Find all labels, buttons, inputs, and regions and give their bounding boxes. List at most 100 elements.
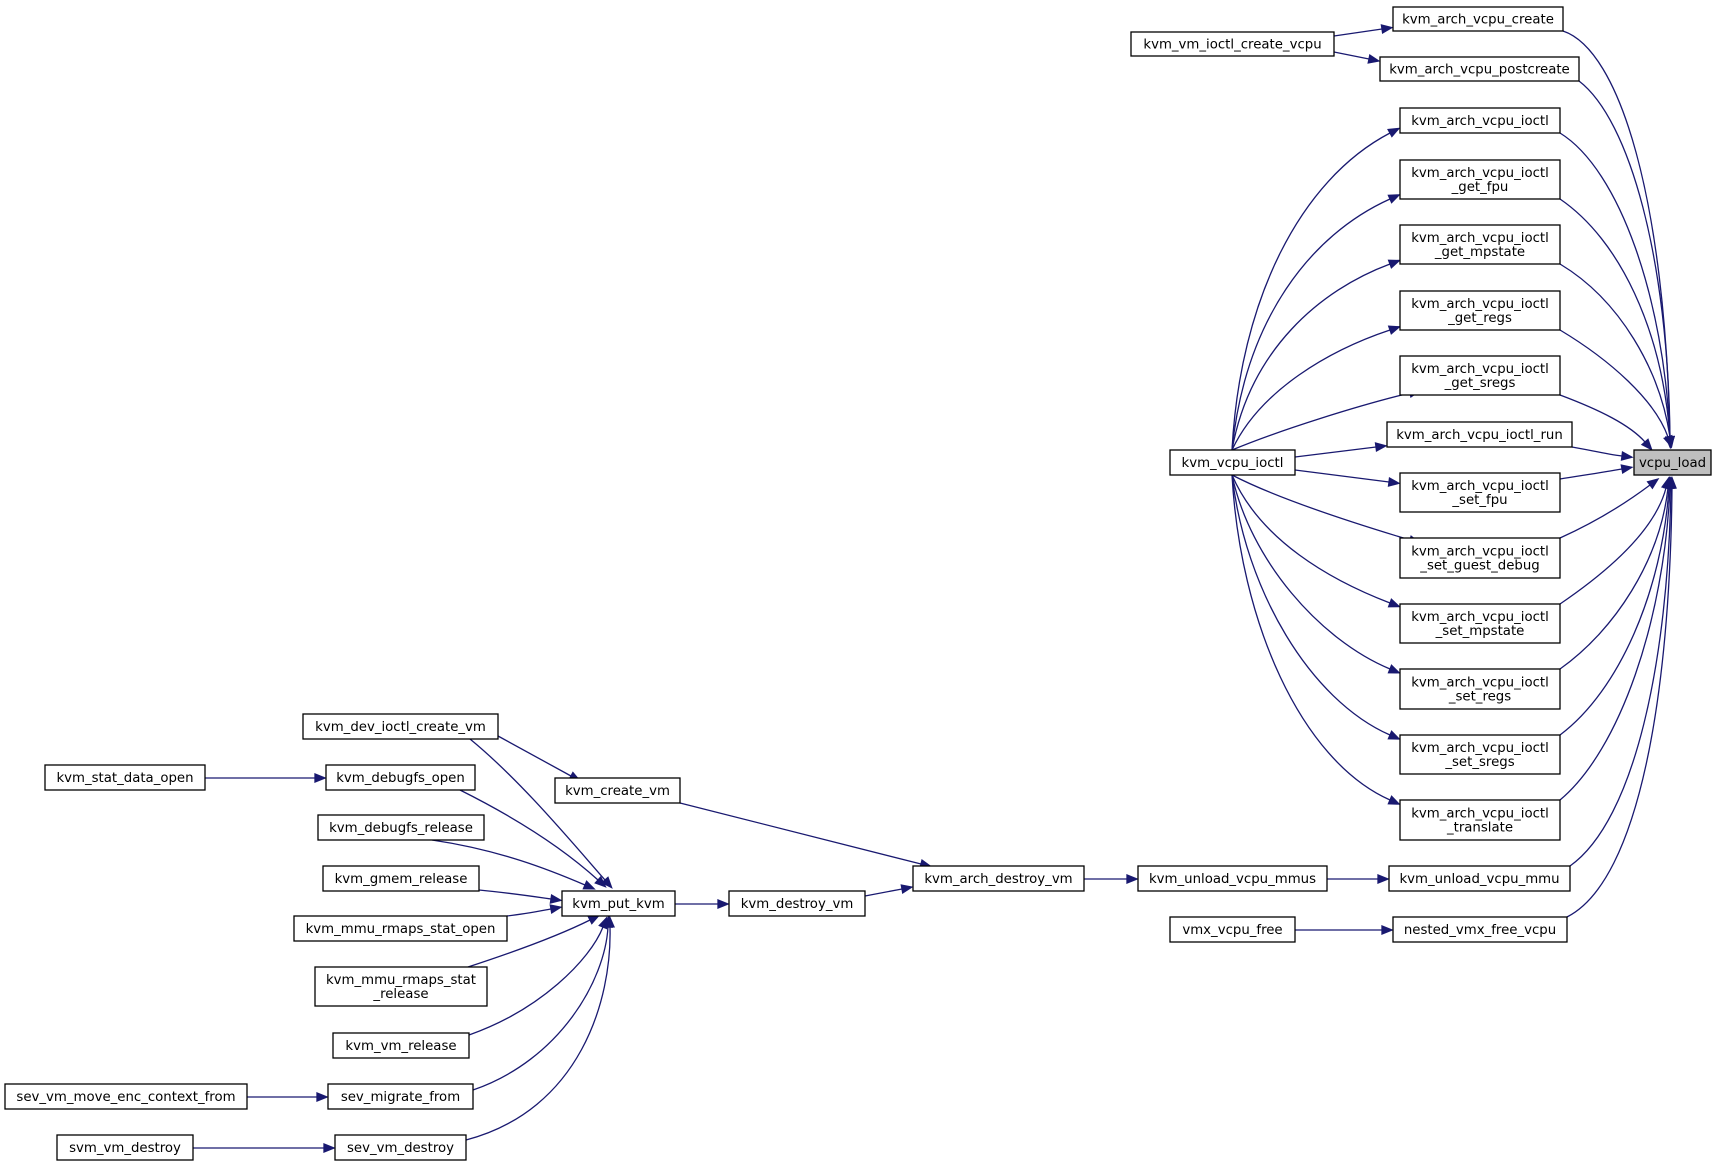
node-create-vm[interactable]: kvm_create_vm bbox=[554, 777, 681, 804]
node-postcreate[interactable]: kvm_arch_vcpu_postcreate bbox=[1379, 56, 1580, 82]
node-get-regs[interactable]: kvm_arch_vcpu_ioctl_get_regs bbox=[1399, 290, 1561, 331]
node-create[interactable]: kvm_arch_vcpu_create bbox=[1392, 6, 1564, 32]
node-arch-destroy-vm[interactable]: kvm_arch_destroy_vm bbox=[912, 865, 1085, 892]
edge-rmaps_stat_open-to-put_kvm bbox=[506, 904, 563, 917]
node-vmx-vcpu-free[interactable]: vmx_vcpu_free bbox=[1169, 916, 1296, 943]
node-label: sev_vm_destroy bbox=[347, 1141, 454, 1156]
node-translate[interactable]: kvm_arch_vcpu_ioctl_translate bbox=[1399, 799, 1561, 841]
node-box bbox=[317, 814, 485, 841]
node-label: sev_vm_move_enc_context_from bbox=[16, 1090, 235, 1105]
node-label: kvm_arch_destroy_vm bbox=[924, 872, 1072, 887]
node-box bbox=[1399, 355, 1561, 396]
node-label: nested_vmx_free_vcpu bbox=[1404, 923, 1556, 938]
node-box bbox=[1399, 734, 1561, 775]
node-stat-data-open[interactable]: kvm_stat_data_open bbox=[44, 764, 206, 791]
edge-line bbox=[1578, 80, 1671, 438]
node-sev-move-enc[interactable]: sev_vm_move_enc_context_from bbox=[4, 1083, 248, 1110]
arrowhead-icon bbox=[1387, 598, 1401, 608]
node-sev-vm-destroy[interactable]: sev_vm_destroy bbox=[334, 1134, 467, 1161]
edge-unload_vcpu_mmu-to-vcpu_load bbox=[1569, 476, 1676, 867]
node-ioctl-run[interactable]: kvm_arch_vcpu_ioctl_run bbox=[1386, 421, 1573, 448]
node-box bbox=[302, 713, 499, 740]
edge-line bbox=[1562, 30, 1671, 438]
node-unload-vcpu-mmus[interactable]: kvm_unload_vcpu_mmus bbox=[1137, 865, 1328, 892]
node-vm-release[interactable]: kvm_vm_release bbox=[332, 1032, 470, 1059]
node-set-mpstate[interactable]: kvm_arch_vcpu_ioctl_set_mpstate bbox=[1399, 603, 1561, 644]
node-dev-ioctl-create-vm[interactable]: kvm_dev_ioctl_create_vm bbox=[302, 713, 499, 740]
edge-line bbox=[1231, 198, 1391, 451]
node-label: kvm_arch_vcpu_ioctl bbox=[1411, 676, 1549, 691]
node-box bbox=[728, 890, 866, 917]
node-get-fpu[interactable]: kvm_arch_vcpu_ioctl_get_fpu bbox=[1399, 159, 1561, 200]
arrowhead-icon bbox=[1620, 450, 1634, 461]
node-label: kvm_dev_ioctl_create_vm bbox=[315, 720, 486, 735]
arrowhead-icon bbox=[314, 773, 327, 783]
node-label: _set_fpu bbox=[1451, 493, 1507, 508]
node-debugfs-open[interactable]: kvm_debugfs_open bbox=[325, 764, 476, 791]
node-label: _release bbox=[372, 987, 428, 1002]
arrowhead-icon bbox=[323, 1143, 336, 1153]
node-sev-migrate-from[interactable]: sev_migrate_from bbox=[327, 1083, 474, 1110]
node-label: _translate bbox=[1446, 821, 1513, 836]
edge-kvm_vcpu_ioctl-to-get_regs bbox=[1231, 325, 1402, 451]
node-vm-ioctl-create-vcpu[interactable]: kvm_vm_ioctl_create_vcpu bbox=[1130, 31, 1335, 57]
edge-unload_vcpu_mmus-to-unload_vcpu_mmu bbox=[1327, 874, 1390, 884]
edge-line bbox=[1231, 263, 1391, 451]
arrowhead-icon bbox=[1387, 664, 1401, 674]
edge-line bbox=[467, 919, 591, 968]
node-put-kvm[interactable]: kvm_put_kvm bbox=[561, 890, 676, 917]
edge-kvm_vcpu_ioctl-to-set_fpu bbox=[1294, 469, 1401, 487]
node-kvm-vcpu-ioctl[interactable]: kvm_vcpu_ioctl bbox=[1169, 449, 1296, 476]
node-gmem-release[interactable]: kvm_gmem_release bbox=[322, 865, 480, 892]
node-set-regs[interactable]: kvm_arch_vcpu_ioctl_set_regs bbox=[1399, 668, 1561, 710]
node-box bbox=[1399, 799, 1561, 841]
node-rmaps-stat-open[interactable]: kvm_mmu_rmaps_stat_open bbox=[293, 915, 508, 942]
node-get-mpstate[interactable]: kvm_arch_vcpu_ioctl_get_mpstate bbox=[1399, 224, 1561, 265]
node-label: kvm_mmu_rmaps_stat bbox=[326, 973, 476, 988]
edge-line bbox=[1231, 132, 1391, 451]
edge-line bbox=[497, 735, 572, 777]
arrowhead-icon bbox=[1663, 434, 1673, 449]
edge-get_fpu-to-vcpu_load bbox=[1559, 198, 1675, 449]
arrowhead-icon bbox=[1620, 464, 1634, 474]
node-unload-vcpu-mmu[interactable]: kvm_unload_vcpu_mmu bbox=[1388, 865, 1571, 892]
node-set-fpu[interactable]: kvm_arch_vcpu_ioctl_set_fpu bbox=[1399, 472, 1561, 513]
node-label: kvm_arch_vcpu_ioctl bbox=[1411, 545, 1549, 560]
node-set-guest-debug[interactable]: kvm_arch_vcpu_ioctl_set_guest_debug bbox=[1399, 537, 1561, 579]
node-rmaps-stat-release[interactable]: kvm_mmu_rmaps_stat_release bbox=[314, 966, 488, 1007]
node-vcpu-load[interactable]: vcpu_load bbox=[1633, 449, 1712, 476]
node-label: vmx_vcpu_free bbox=[1182, 923, 1282, 938]
node-box bbox=[1169, 916, 1296, 943]
node-debugfs-release[interactable]: kvm_debugfs_release bbox=[317, 814, 485, 841]
edge-set_guest_debug-to-vcpu_load bbox=[1559, 477, 1660, 539]
edge-vm_ioctl_create_vcpu-to-postcreate bbox=[1333, 51, 1381, 64]
node-box bbox=[1379, 56, 1580, 82]
edge-debugfs_open-to-put_kvm bbox=[459, 789, 607, 888]
node-box bbox=[554, 777, 681, 804]
node-box bbox=[1633, 449, 1712, 476]
node-label: kvm_arch_vcpu_create bbox=[1402, 13, 1554, 28]
node-get-sregs[interactable]: kvm_arch_vcpu_ioctl_get_sregs bbox=[1399, 355, 1561, 396]
edge-kvm_vcpu_ioctl-to-translate bbox=[1231, 474, 1401, 805]
edge-vcpu_ioctl-to-vcpu_load bbox=[1559, 132, 1675, 449]
node-svm-vm-destroy[interactable]: svm_vm_destroy bbox=[56, 1134, 194, 1161]
node-label: _set_sregs bbox=[1444, 755, 1514, 770]
edge-kvm_vcpu_ioctl-to-vcpu_ioctl bbox=[1231, 127, 1401, 451]
edge-line bbox=[469, 738, 606, 881]
edge-line bbox=[1294, 469, 1390, 483]
edge-line bbox=[1559, 263, 1671, 438]
edge-line bbox=[1559, 198, 1671, 438]
node-vcpu-ioctl[interactable]: kvm_arch_vcpu_ioctl bbox=[1399, 107, 1561, 134]
node-box bbox=[561, 890, 676, 917]
edge-svm_vm_destroy-to-sev_vm_destroy bbox=[193, 1143, 336, 1153]
edge-line bbox=[1231, 392, 1411, 451]
edge-ioctl_run-to-vcpu_load bbox=[1571, 446, 1634, 461]
node-nested-vmx-free-vcpu[interactable]: nested_vmx_free_vcpu bbox=[1392, 916, 1568, 943]
edge-sev_move_enc-to-sev_migrate_from bbox=[247, 1092, 329, 1102]
node-label: kvm_vm_release bbox=[345, 1039, 456, 1054]
node-destroy-vm[interactable]: kvm_destroy_vm bbox=[728, 890, 866, 917]
edge-line bbox=[1566, 487, 1673, 918]
node-set-sregs[interactable]: kvm_arch_vcpu_ioctl_set_sregs bbox=[1399, 734, 1561, 775]
arrowhead-icon bbox=[1667, 476, 1677, 489]
arrowhead-icon bbox=[594, 875, 607, 888]
